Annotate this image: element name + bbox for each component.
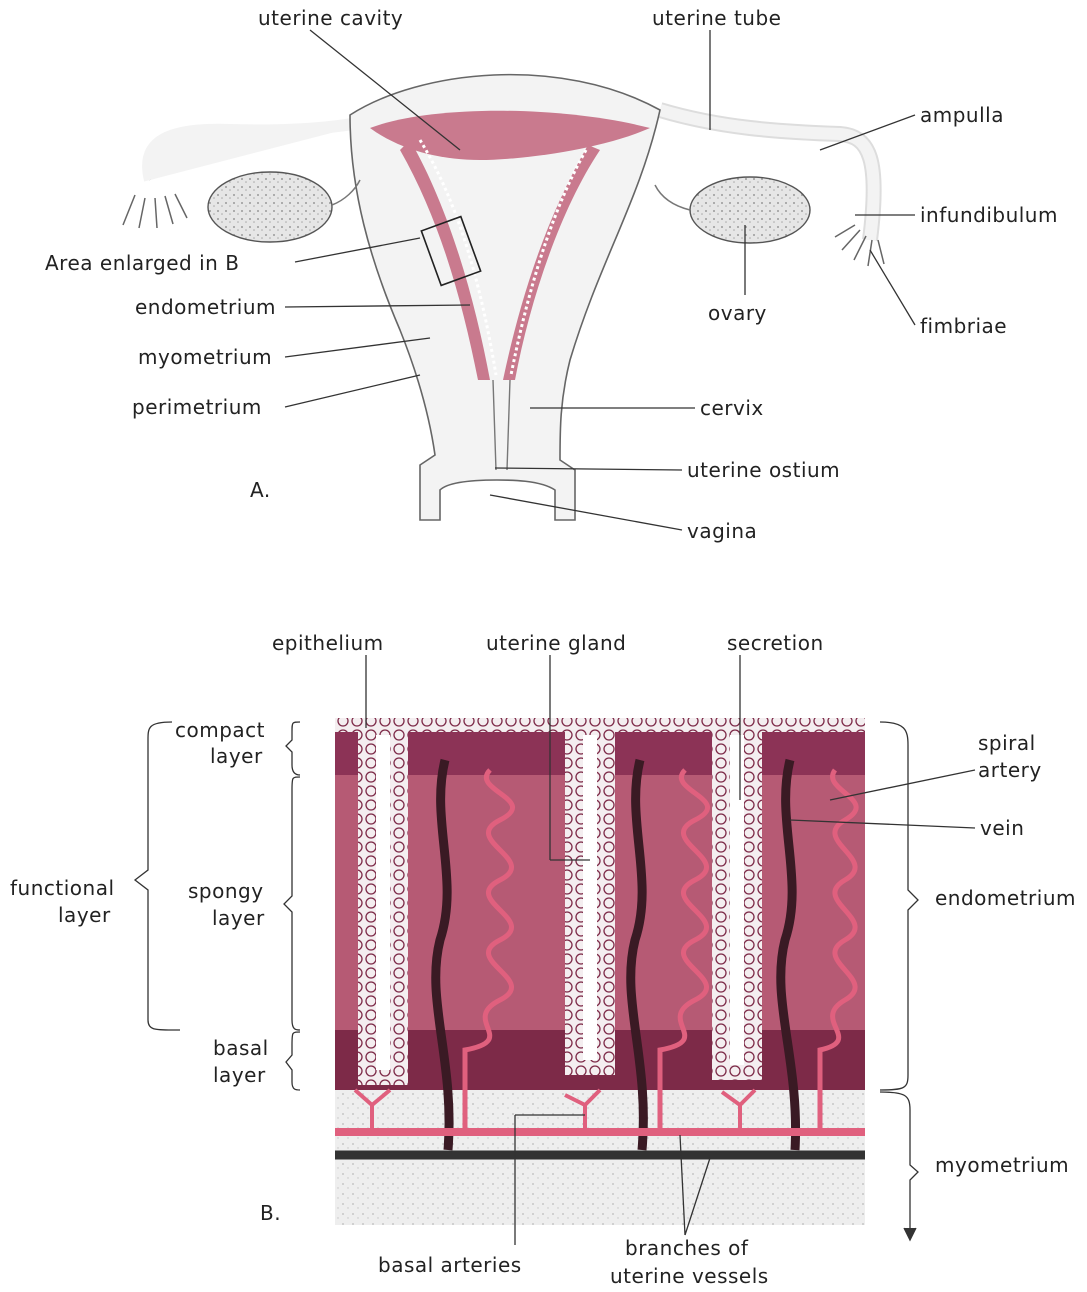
label-ovary: ovary: [708, 301, 767, 325]
label-endometrium-b: endometrium: [935, 886, 1076, 910]
surface-epithelium: [335, 718, 865, 732]
label-vein: vein: [980, 816, 1024, 840]
label-secretion: secretion: [727, 631, 824, 655]
label-cervix: cervix: [700, 396, 764, 420]
label-functional-layer-2: layer: [58, 903, 111, 927]
label-compact-layer-1: compact: [175, 718, 265, 742]
label-compact-layer-2: layer: [210, 744, 263, 768]
label-spiral-artery-2: artery: [978, 758, 1042, 782]
label-vagina: vagina: [687, 519, 757, 543]
label-perimetrium: perimetrium: [132, 395, 262, 419]
label-basal-layer-1: basal: [213, 1036, 269, 1060]
label-functional-layer-1: functional: [10, 876, 115, 900]
label-ampulla: ampulla: [920, 103, 1004, 127]
label-uterine-gland: uterine gland: [486, 631, 626, 655]
label-spiral-artery-1: spiral: [978, 731, 1036, 755]
label-branches-2: uterine vessels: [610, 1264, 769, 1288]
label-epithelium: epithelium: [272, 631, 384, 655]
label-spongy-layer-2: layer: [212, 906, 265, 930]
label-infundibulum: infundibulum: [920, 203, 1058, 227]
label-myometrium-b: myometrium: [935, 1153, 1069, 1177]
label-basal-arteries: basal arteries: [378, 1253, 522, 1277]
label-area-enlarged: Area enlarged in B: [45, 251, 239, 275]
label-spongy-layer-1: spongy: [188, 879, 264, 903]
label-uterine-cavity: uterine cavity: [258, 6, 403, 30]
panel-a-label: A.: [250, 478, 271, 502]
ovary-right: [690, 177, 810, 243]
label-branches-1: branches of: [625, 1236, 749, 1260]
label-fimbriae: fimbriae: [920, 314, 1007, 338]
label-myometrium: myometrium: [138, 345, 272, 369]
fimbriae-left: [123, 194, 187, 228]
label-uterine-ostium: uterine ostium: [687, 458, 840, 482]
label-uterine-tube: uterine tube: [652, 6, 781, 30]
ovary-left: [208, 172, 332, 242]
label-basal-layer-2: layer: [213, 1063, 266, 1087]
panel-b-label: B.: [260, 1201, 281, 1225]
panel-b-tissue: [335, 718, 865, 1225]
label-endometrium: endometrium: [135, 295, 276, 319]
